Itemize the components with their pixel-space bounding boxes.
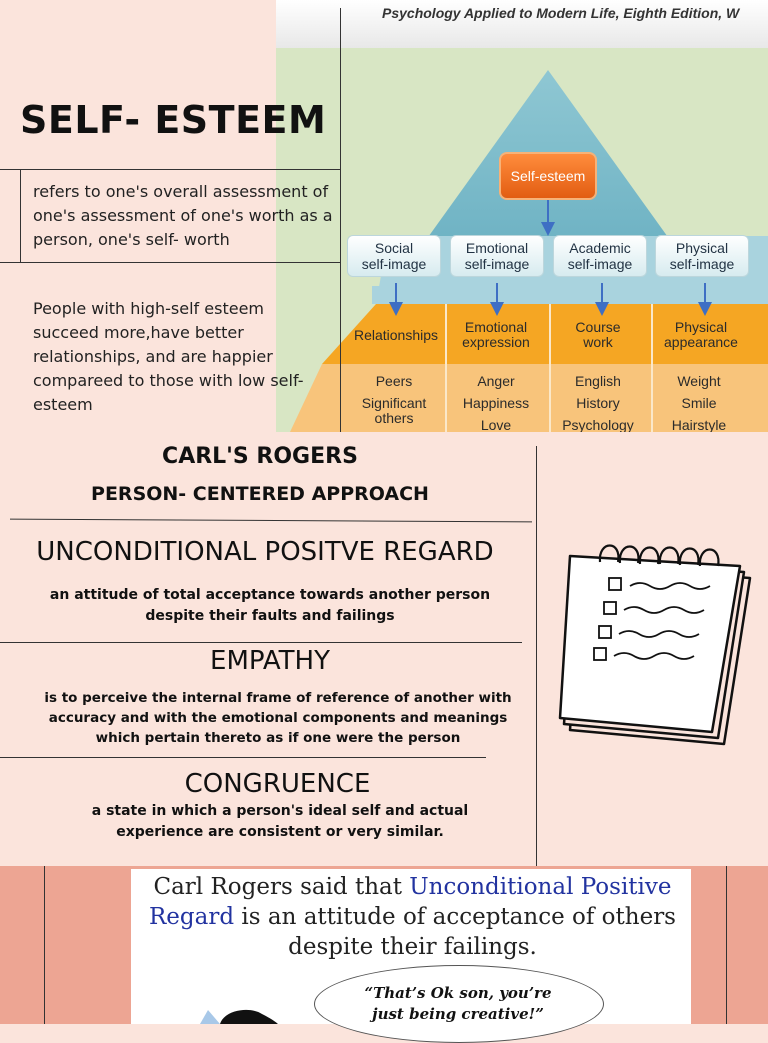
divider [44, 866, 45, 1024]
example-item: Significant others [361, 395, 427, 426]
example-item: English [575, 373, 621, 389]
example-item: Hairstyle [671, 417, 727, 433]
example-item: History [576, 395, 620, 411]
examples-band [290, 364, 768, 432]
example-item: Weight [677, 373, 721, 389]
congruence-heading: CONGRUENCE [184, 769, 371, 799]
examples-social: Peers Significant others [344, 374, 444, 432]
divider [340, 8, 341, 432]
examples-academic: English History Psychology [548, 373, 648, 433]
divider [0, 169, 340, 170]
slide-text-highlight: Unconditional Positive Regard [148, 874, 672, 930]
emotional-self-image-box: Emotional self-image [451, 236, 543, 276]
divider [536, 446, 537, 866]
pyramid-graphic [290, 70, 768, 432]
column-dividers [445, 304, 653, 432]
figure-header: Psychology Applied to Modern Life, Eight… [276, 0, 768, 48]
examples-emotional: Anger Happiness Love [446, 373, 546, 433]
outcome-relationships: Relationships [353, 327, 439, 343]
rogers-title: CARL'S ROGERS [162, 444, 358, 469]
empathy-body: is to perceive the internal frame of ref… [44, 690, 512, 746]
outcome-emotional-expression: Emotional expression [462, 319, 530, 350]
outcome-physical-appearance: Physical appearance [664, 319, 738, 350]
cartoon-figure [200, 1009, 278, 1024]
slide-text-prefix: Carl Rogers said that [153, 874, 402, 900]
physical-self-image-box: Physical self-image [656, 236, 748, 276]
example-item: Psychology [562, 417, 634, 433]
notepad-checklist-icon [558, 544, 752, 746]
self-esteem-box: Self-esteem [501, 154, 595, 198]
example-item: Anger [477, 373, 515, 389]
divider [10, 518, 532, 523]
congruence-body: a state in which a person's ideal self a… [91, 803, 469, 840]
slide-text-suffix: is an attitude of acceptance of others d… [241, 904, 676, 960]
examples-physical: Weight Smile Hairstyle [649, 373, 749, 433]
high-self-esteem-text: People with high-self esteem succeed mor… [33, 299, 304, 414]
speech-bubble-quote: “That’s Ok son, you’re just being creati… [364, 984, 552, 1023]
social-self-image-box: Social self-image [348, 236, 440, 276]
example-item: Peers [375, 373, 413, 389]
divider [0, 757, 486, 758]
slide-statement: Carl Rogers said that Unconditional Posi… [140, 872, 685, 962]
divider [726, 866, 727, 1024]
divider [0, 262, 340, 263]
self-esteem-pyramid-figure: Psychology Applied to Modern Life, Eight… [276, 0, 768, 432]
rogers-subtitle: PERSON- CENTERED APPROACH [91, 483, 429, 505]
self-esteem-definition: refers to one's overall assessment of on… [33, 182, 333, 249]
unconditional-positive-regard-body: an attitude of total acceptance towards … [49, 587, 491, 624]
figure-header-text: Psychology Applied to Modern Life, Eight… [382, 5, 740, 21]
outcome-course-work: Course work [575, 319, 621, 350]
self-esteem-panel [0, 0, 276, 432]
divider [20, 169, 21, 262]
academic-self-image-box: Academic self-image [554, 236, 646, 276]
example-item: Love [480, 417, 512, 433]
example-item: Smile [681, 395, 717, 411]
divider [0, 642, 522, 643]
outcome-band [322, 304, 768, 364]
arrows [389, 200, 712, 316]
empathy-heading: EMPATHY [210, 646, 330, 676]
page-title: SELF- ESTEEM [20, 98, 327, 142]
unconditional-positive-regard-heading: UNCONDITIONAL POSITVE REGARD [36, 537, 494, 567]
example-item: Happiness [462, 395, 530, 411]
